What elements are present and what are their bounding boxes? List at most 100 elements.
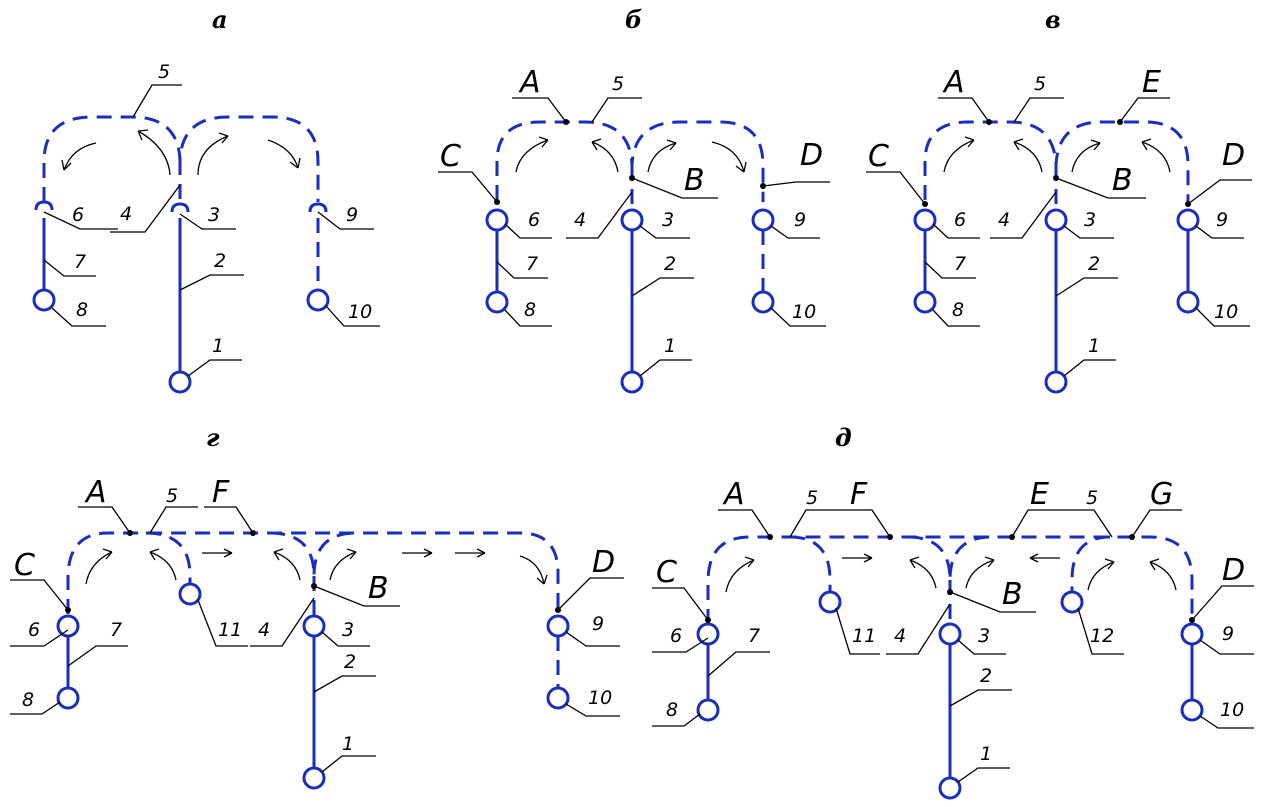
label-7: 7 — [954, 253, 966, 275]
panel-b-title: б — [625, 5, 642, 34]
node-9 — [546, 614, 570, 638]
leader-2 — [949, 689, 1012, 707]
leader-6 — [652, 637, 709, 653]
leader-10 — [1199, 715, 1254, 729]
node-8 — [32, 288, 56, 312]
label-5: 5 — [806, 487, 818, 509]
label-3: 3 — [342, 619, 354, 641]
leader-5 — [789, 509, 840, 538]
flow-arrow — [725, 556, 755, 593]
panel-d: д A 5 F E — [652, 423, 1254, 800]
leader-B — [631, 177, 718, 199]
leader-10 — [770, 307, 826, 327]
label-6: 6 — [954, 209, 966, 231]
label-3: 3 — [978, 625, 990, 647]
joint-3 — [170, 202, 190, 213]
label-6: 6 — [670, 625, 682, 647]
node-6 — [485, 208, 509, 232]
leader-1 — [187, 359, 242, 377]
panel-b: б A 5 C B D 6 4 3 9 — [438, 5, 830, 394]
label-3: 3 — [208, 204, 220, 226]
label-8: 8 — [76, 299, 88, 321]
label-1: 1 — [212, 335, 224, 357]
leader-4 — [990, 191, 1057, 239]
flow-arrow — [455, 548, 486, 558]
label-B: B — [1112, 163, 1133, 198]
pipe-11-dashed — [789, 535, 832, 592]
leader-12 — [1077, 607, 1124, 655]
flow-arrow — [137, 129, 171, 176]
label-9: 9 — [1222, 623, 1234, 645]
leader-8 — [932, 309, 980, 327]
flow-arrow — [591, 138, 619, 173]
leader-6 — [932, 223, 980, 239]
flow-arrow — [61, 142, 97, 171]
flow-arrow — [909, 556, 937, 589]
flow-arrow — [842, 553, 873, 563]
leader-11 — [197, 599, 248, 647]
label-A: A — [518, 65, 541, 100]
node-1 — [620, 370, 644, 394]
leader-2 — [1055, 277, 1118, 297]
label-11: 11 — [218, 619, 242, 641]
leader-5 — [149, 506, 198, 534]
label-E: E — [1030, 477, 1049, 512]
label-4: 4 — [998, 209, 1010, 231]
label-5: 5 — [612, 73, 624, 95]
label-4: 4 — [894, 625, 906, 647]
leader-7 — [67, 645, 128, 667]
label-12: 12 — [1090, 625, 1114, 647]
leader-5 — [591, 97, 642, 123]
panel-g-title: г — [206, 423, 220, 452]
label-8: 8 — [524, 299, 536, 321]
label-4: 4 — [258, 619, 270, 641]
node-6 — [696, 622, 720, 646]
label-C: C — [656, 555, 677, 590]
label-7: 7 — [110, 619, 122, 641]
panel-a: а 5 6 4 3 9 7 8 2 1 — [32, 5, 380, 394]
leader-5b — [1062, 509, 1113, 538]
node-10 — [546, 686, 570, 710]
leader-4 — [886, 603, 951, 655]
leader-3 — [639, 225, 690, 239]
label-10: 10 — [792, 301, 816, 323]
node-11 — [818, 590, 842, 614]
pipe-4-dashed — [907, 535, 993, 581]
label-9: 9 — [1216, 209, 1228, 231]
joint-9 — [308, 202, 328, 213]
flow-arrow — [1149, 558, 1177, 591]
leader-E — [1011, 509, 1062, 538]
flow-arrow — [197, 132, 229, 176]
label-6: 6 — [72, 204, 84, 226]
leader-7 — [43, 259, 96, 277]
label-9: 9 — [592, 613, 604, 635]
joint-6 — [34, 200, 54, 211]
node-3 — [620, 208, 644, 232]
label-8: 8 — [666, 699, 678, 721]
pipe-4-dashed — [269, 531, 357, 577]
label-D: D — [1222, 553, 1245, 588]
leader-1 — [321, 755, 376, 773]
pipe-12-dashed — [1070, 535, 1111, 592]
flow-arrow — [647, 139, 677, 173]
flow-arrow — [965, 556, 995, 589]
label-6: 6 — [528, 209, 540, 231]
leader-5 — [1013, 97, 1064, 123]
leader-5 — [132, 84, 182, 118]
label-2: 2 — [1088, 253, 1100, 275]
leader-3 — [957, 639, 1006, 655]
label-9: 9 — [346, 204, 358, 226]
label-5: 5 — [166, 485, 178, 507]
leader-2 — [313, 675, 376, 693]
leader-1 — [1063, 359, 1116, 377]
flow-arrow — [519, 555, 548, 585]
node-10 — [306, 288, 330, 312]
flow-arrow — [329, 548, 357, 581]
leader-7 — [496, 261, 548, 279]
leader-C — [438, 171, 498, 203]
node-3 — [938, 622, 962, 646]
label-6: 6 — [28, 619, 40, 641]
label-A: A — [84, 475, 107, 510]
label-4: 4 — [574, 209, 586, 231]
